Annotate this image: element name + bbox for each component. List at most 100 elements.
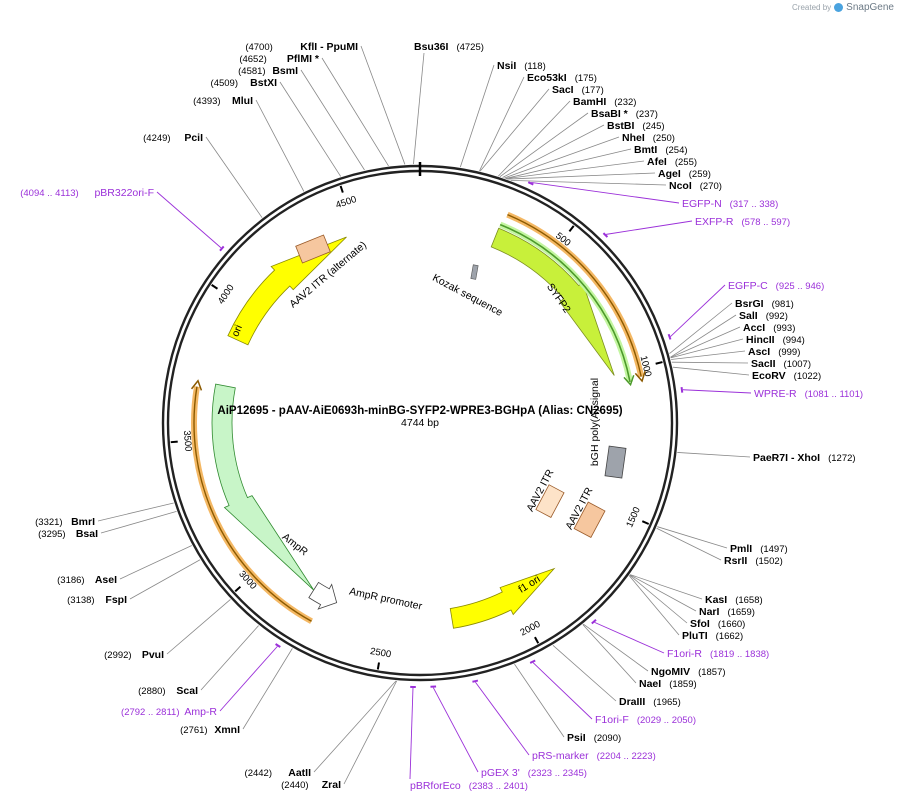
primer-label: pGEX 3'(2323 .. 2345) (481, 767, 587, 779)
aav2-itr-light-box (535, 484, 565, 519)
site-name: SalI (739, 310, 758, 322)
restriction-site: NarI(1659) (629, 574, 755, 618)
site-leader-line (279, 81, 342, 177)
site-name: AscI (748, 346, 770, 358)
site-position: (3138) (67, 595, 94, 606)
ampr-feature-arrow (211, 383, 315, 591)
site-position: (1502) (755, 556, 782, 567)
site-name: NcoI (669, 180, 692, 192)
site-position: (3186) (57, 575, 84, 586)
site-position: (4249) (143, 133, 170, 144)
restriction-site: PaeR7I - XhoI(1272) (677, 452, 856, 464)
site-label: PvuI (142, 649, 164, 661)
orf-line-outer (507, 213, 642, 377)
site-name: ScaI (176, 685, 198, 697)
backbone (161, 162, 679, 682)
primer-site: EGFP-C(925 .. 946) (667, 280, 824, 340)
site-name: AseI (95, 574, 117, 586)
primer-range: (578 .. 597) (742, 217, 791, 228)
site-position: (1497) (760, 544, 787, 555)
orf-line-inner (499, 223, 631, 383)
site-leader-line (656, 527, 722, 561)
site-leader-line (313, 680, 397, 773)
ori-feature-arrow (227, 236, 347, 346)
restriction-site: SacI(177) (479, 84, 604, 172)
primer-range: (2323 .. 2345) (528, 768, 587, 779)
site-name: PciI (184, 132, 203, 144)
site-leader-line (166, 599, 231, 655)
primer-site: pGEX 3'(2323 .. 2345) (430, 685, 587, 779)
site-leader-line (119, 545, 192, 580)
primer-name: EGFP-N (682, 198, 722, 210)
site-leader-line (499, 112, 589, 177)
site-label: AfeI(255) (647, 156, 697, 168)
site-position: (250) (653, 133, 675, 144)
site-position: (3295) (38, 529, 65, 540)
site-leader-line (321, 57, 389, 167)
site-label: AatII (288, 767, 311, 779)
restriction-site: PvuI(2992) (104, 599, 231, 661)
site-leader-line (583, 623, 649, 672)
site-label: NarI(1659) (699, 606, 755, 618)
site-leader-line (479, 76, 525, 172)
ampr-highlight-line (193, 386, 312, 622)
site-leader-line (300, 69, 365, 171)
primer-site: EGFP-N(317 .. 338) (527, 181, 778, 210)
site-leader-line (360, 45, 406, 165)
site-name: PaeR7I - XhoI (753, 452, 820, 464)
primer-range: (1081 .. 1101) (805, 389, 863, 400)
site-leader-line (505, 160, 645, 180)
site-position: (4581) (238, 66, 265, 77)
site-label: SacII(1007) (751, 358, 811, 370)
site-position: (981) (772, 299, 794, 310)
site-position: (1659) (727, 607, 754, 618)
restriction-site: HincII(994) (670, 334, 805, 359)
site-name: ZraI (322, 779, 341, 791)
site-leader-line (459, 64, 495, 168)
primer-label: F1ori-F(2029 .. 2050) (595, 714, 696, 726)
primer-name: EGFP-C (728, 280, 768, 292)
site-label: DraIII(1965) (619, 696, 681, 708)
credit-prefix: Created by (792, 3, 832, 12)
primer-site: F1ori-F(2029 .. 2050) (529, 659, 696, 726)
tick-label: 4000 (216, 283, 237, 307)
site-leader-line (657, 526, 728, 549)
restriction-site: NgoMIV(1857) (583, 623, 726, 678)
site-leader-line (507, 172, 656, 180)
tick-mark (655, 361, 663, 365)
site-label: Bsu36I(4725) (414, 41, 484, 53)
restriction-site: BstBI(245) (502, 120, 665, 178)
bgh-polya-box (604, 445, 627, 479)
site-leader-line (205, 136, 263, 218)
primer-mark (275, 643, 281, 648)
primer-range: (2383 .. 2401) (469, 781, 528, 792)
site-position: (245) (642, 121, 664, 132)
restriction-site: RsrII(1502) (656, 527, 783, 567)
primer-site: F1ori-R(1819 .. 1838) (591, 619, 769, 660)
site-name: MluI (232, 95, 253, 107)
site-position: (4652) (239, 54, 266, 65)
primer-name: pRS-marker (532, 750, 589, 762)
tick-label: 2500 (369, 646, 392, 660)
primer-name: Amp-R (184, 706, 217, 718)
primer-range: (2029 .. 2050) (637, 715, 696, 726)
site-position: (118) (524, 61, 545, 72)
site-name: PvuI (142, 649, 164, 661)
tick-label: 1000 (638, 355, 654, 378)
restriction-site: AgeI(259) (507, 168, 711, 180)
site-label: NsiI(118) (497, 60, 546, 72)
site-position: (994) (783, 335, 805, 346)
credit-brand: SnapGene (846, 2, 894, 13)
site-label: BsaBI *(237) (591, 108, 658, 120)
site-label: AgeI(259) (658, 168, 711, 180)
site-label: BsmI (272, 65, 298, 77)
restriction-site: BsrGI(981) (669, 298, 794, 354)
site-name: SacI (552, 84, 574, 96)
primer-leader-line (670, 284, 726, 337)
site-label: RsrII(1502) (724, 555, 783, 567)
site-label: BsrGI(981) (735, 298, 794, 310)
restriction-site: SalI(992) (670, 310, 788, 358)
primer-name: pBRforEco (410, 780, 461, 792)
site-position: (175) (575, 73, 597, 84)
restriction-site: ZraI(2440) (281, 680, 398, 791)
